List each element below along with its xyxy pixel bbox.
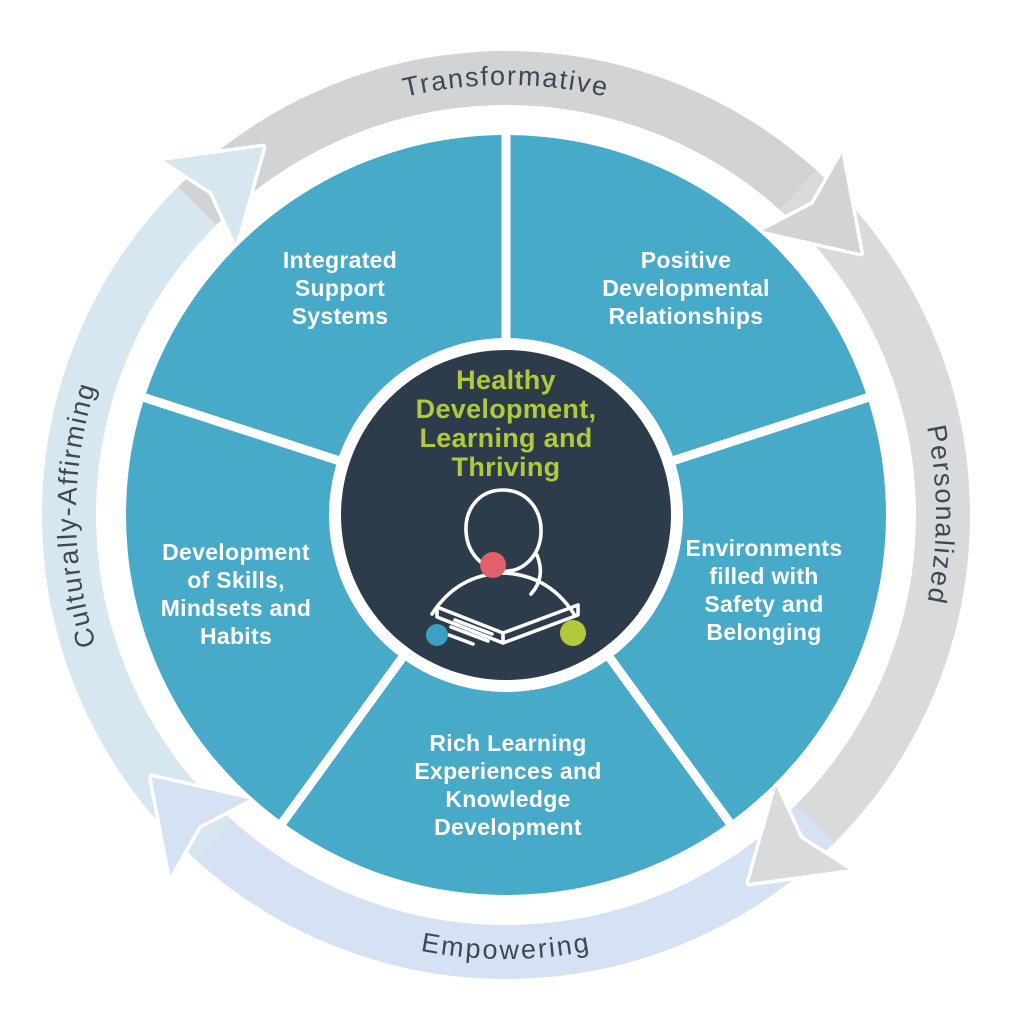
center-circle	[341, 350, 671, 680]
ring-arc-culturally-affirming	[42, 186, 232, 860]
red-dot-icon	[480, 552, 506, 578]
wedge-label-integrated-support-systems: Integrated Support Systems	[282, 247, 398, 329]
green-dot-icon	[560, 620, 586, 646]
wedge-label-development-skills-mindsets-habits: Development of Skills, Mindsets and Habi…	[160, 539, 312, 649]
person-reading-book-icon	[426, 488, 586, 646]
wedge-label-rich-learning-experiences: Rich Learning Experiences and Knowledge …	[414, 730, 602, 840]
arrowhead-culturally-affirming-icon	[160, 143, 267, 248]
open-book	[435, 603, 580, 645]
ring-arc-personalized	[780, 170, 970, 844]
arrowhead-empowering-icon	[148, 773, 253, 880]
center-title: Healthy Development, Learning and Thrivi…	[415, 365, 597, 482]
arrowhead-transformative-icon	[759, 150, 864, 257]
book-page-lines	[447, 618, 494, 646]
wedge-label-environments-safety-belonging: Environments filled with Safety and Belo…	[685, 535, 843, 645]
person-head-curl	[529, 553, 543, 596]
arrowhead-personalized-icon	[745, 782, 852, 887]
wedge-label-positive-developmental-relationships: Positive Developmental Relationships	[602, 247, 770, 329]
blue-dot-icon	[426, 624, 448, 646]
ring-arc-empowering	[195, 804, 835, 979]
